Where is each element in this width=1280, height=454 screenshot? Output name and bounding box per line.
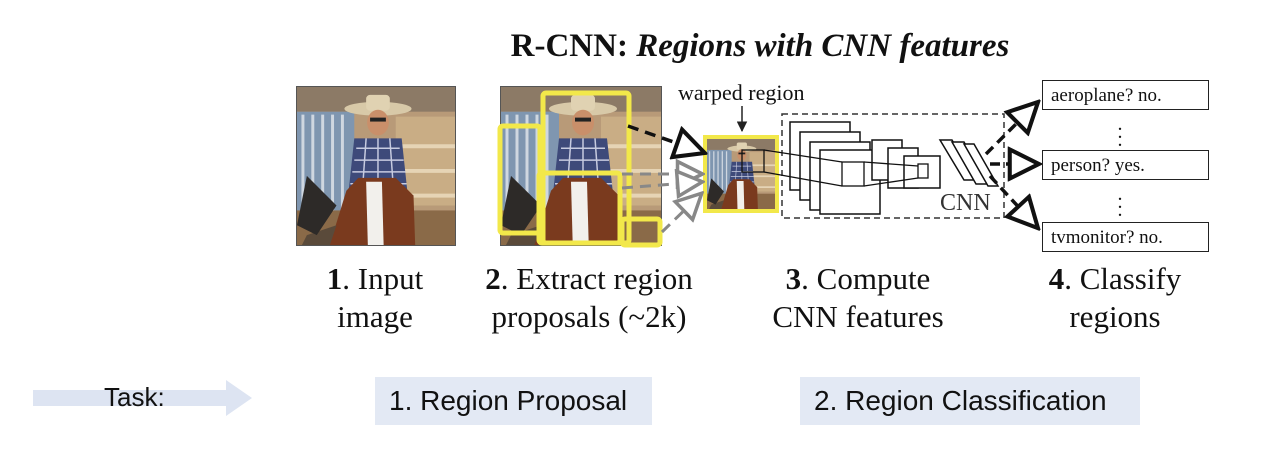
cnn-label: CNN — [940, 190, 991, 216]
input-image — [296, 86, 456, 246]
task-region-classification: 2. Region Classification — [800, 377, 1140, 425]
step-4-caption: 4. Classify regions — [1048, 261, 1182, 334]
arrow-to-tvmonitor — [988, 174, 1036, 226]
arrow-proposal-to-warp-4 — [660, 195, 700, 234]
arrow-to-aeroplane — [984, 104, 1036, 156]
task-region-proposal: 1. Region Proposal — [375, 377, 652, 425]
step-number: 3 — [785, 261, 802, 296]
class-name: aeroplane? — [1051, 85, 1134, 106]
cnn-container — [781, 113, 1005, 219]
title-emphasis: Regions with CNN features — [636, 28, 1010, 64]
class-box-aeroplane: aeroplane? no. — [1042, 80, 1209, 110]
fc-layer-3 — [962, 143, 1000, 187]
diagram-title: R-CNN: Regions with CNN features — [0, 28, 1280, 65]
arrow-proposal-to-warp-3 — [621, 182, 700, 188]
ellipsis-dots-lower: ... — [1117, 183, 1123, 221]
step-1-caption: 1. Input image — [326, 261, 424, 334]
step-3-caption: 3. Compute CNN features — [772, 261, 944, 334]
arrow-proposal-to-warp-1 — [627, 124, 702, 152]
class-answer: no. — [1138, 85, 1162, 106]
warped-region-label: warped region — [678, 80, 805, 105]
proposal-box-small — [619, 216, 663, 248]
class-answer: yes. — [1114, 155, 1145, 176]
title-prefix: R-CNN: — [510, 28, 628, 64]
class-box-tvmonitor: tvmonitor? no. — [1042, 222, 1209, 252]
class-answer: no. — [1139, 227, 1163, 248]
step-number: 1 — [326, 261, 343, 296]
step-2-caption: 2. Extract region proposals (~2k) — [485, 261, 693, 334]
task-label: Task: — [104, 382, 165, 412]
class-name: tvmonitor? — [1051, 227, 1135, 248]
class-box-person: person? yes. — [1042, 150, 1209, 180]
cnn-layer-7 — [903, 155, 941, 189]
ellipsis-dots-upper: ... — [1117, 113, 1123, 151]
step-number: 2 — [485, 261, 501, 296]
task-arrow — [33, 380, 252, 416]
proposal-box-horse — [536, 170, 623, 246]
class-name: person? — [1051, 155, 1111, 176]
step-number: 4 — [1048, 261, 1065, 296]
